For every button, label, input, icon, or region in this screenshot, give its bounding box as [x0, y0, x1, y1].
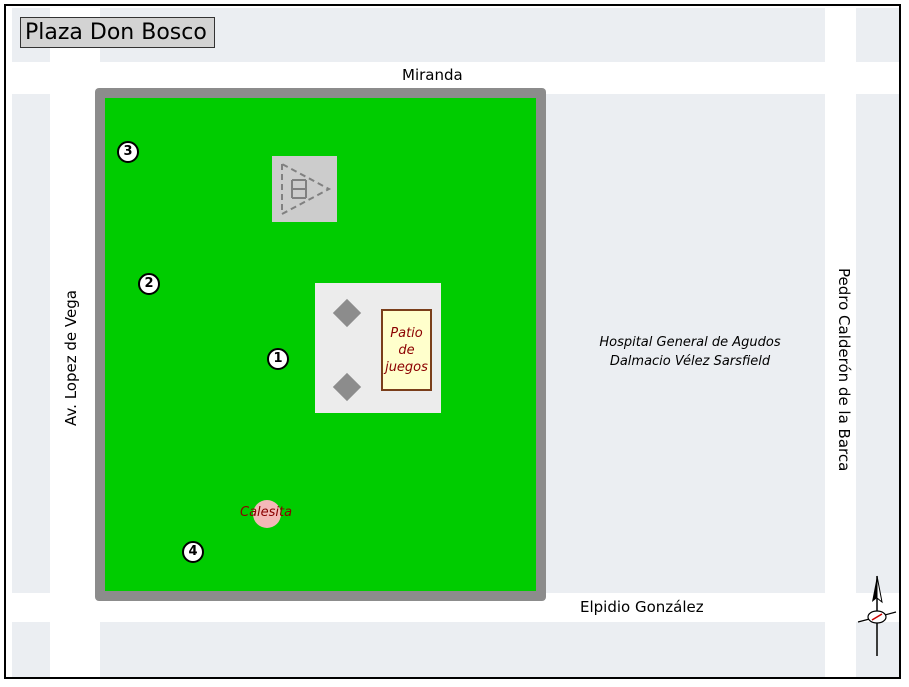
marker-2[interactable]: 2: [138, 273, 160, 295]
block-far-east: [856, 94, 899, 593]
hospital-label: Hospital General de Agudos Dalmacio Véle…: [560, 333, 820, 371]
north-arrow-icon: [857, 575, 897, 656]
marker-1[interactable]: 1: [267, 348, 289, 370]
block-bottom-center: [100, 622, 825, 677]
street-pedro-calderon: Pedro Calderón de la Barca: [835, 268, 853, 472]
helipad-icon: [281, 162, 332, 216]
carousel-label: Calesita: [240, 505, 293, 520]
street-miranda: Miranda: [402, 66, 463, 84]
street-lopez-de-vega: Av. Lopez de Vega: [62, 290, 80, 426]
map-title: Plaza Don Bosco: [20, 17, 215, 48]
playground-label-3: juegos: [385, 360, 428, 375]
hospital-name-line2: Dalmacio Vélez Sarsfield: [609, 354, 771, 369]
marker-3[interactable]: 3: [117, 141, 139, 163]
street-elpidio-gonzalez: Elpidio González: [580, 598, 704, 616]
block-top-center: [100, 8, 825, 62]
playground-label-2: de: [398, 343, 415, 358]
playground: Patio de juegos: [381, 309, 432, 391]
marker-4[interactable]: 4: [182, 541, 204, 563]
playground-label-1: Patio: [390, 326, 423, 341]
helipad: [272, 156, 337, 222]
carousel-marker: [253, 500, 281, 528]
block-bottom-left: [12, 622, 50, 677]
block-east-hospital: [546, 94, 825, 593]
hospital-name-line1: Hospital General de Agudos: [599, 335, 781, 350]
block-west: [12, 94, 50, 593]
block-top-right: [856, 8, 899, 62]
